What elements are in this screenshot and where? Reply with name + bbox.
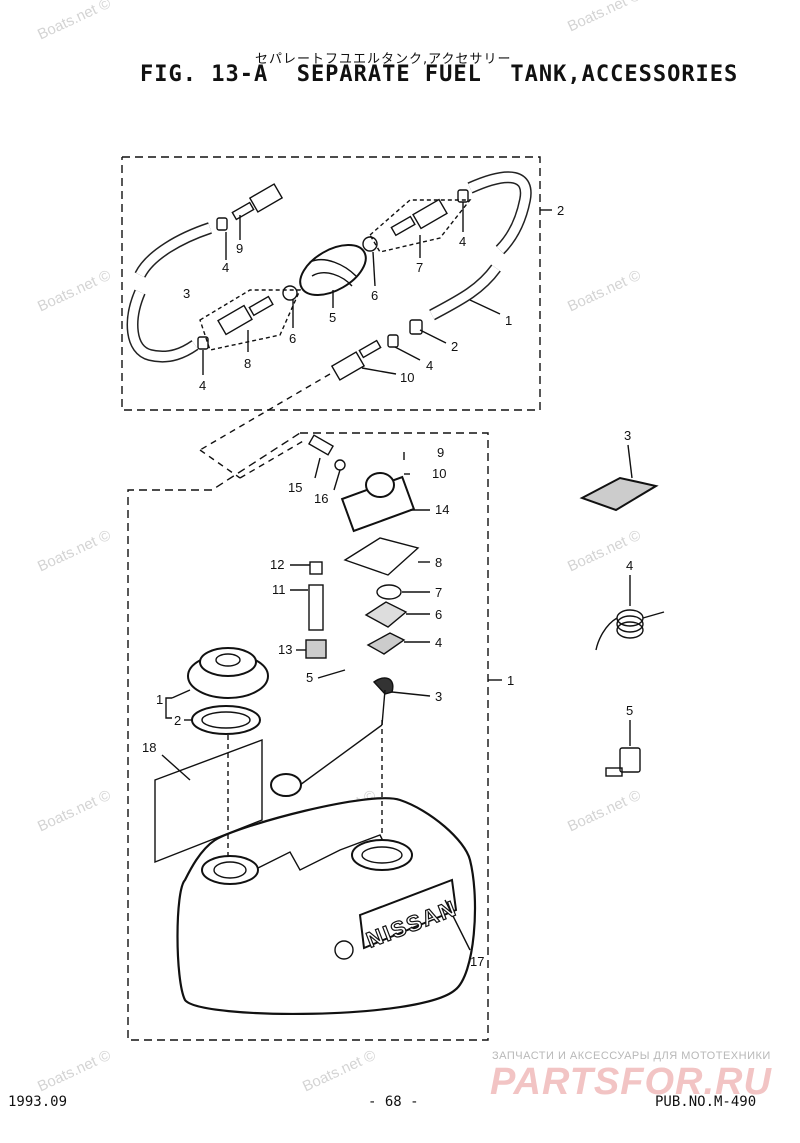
callout-label: 15 bbox=[288, 480, 302, 495]
callout-label: 5 bbox=[329, 310, 336, 325]
figure-title: FIG. 13-A SEPARATE FUEL TANK,ACCESSORIES bbox=[140, 62, 739, 87]
callout-label: 17 bbox=[470, 954, 484, 969]
callout-label: 4 bbox=[426, 358, 433, 373]
callout-label: 7 bbox=[435, 585, 442, 600]
callout-label: 18 bbox=[142, 740, 156, 755]
callout-label: 2 bbox=[451, 339, 458, 354]
fitting-10 bbox=[330, 351, 366, 381]
callout-label: 4 bbox=[459, 234, 466, 249]
callout-label: 13 bbox=[278, 642, 292, 657]
callout-label: 4 bbox=[435, 635, 442, 650]
gasket-8 bbox=[343, 537, 420, 576]
footer-date: 1993.09 bbox=[8, 1094, 68, 1110]
callout-label: 3 bbox=[624, 428, 631, 443]
callout-label: 2 bbox=[557, 203, 564, 218]
callout-label: 1 bbox=[156, 692, 163, 707]
callout-label: 4 bbox=[626, 558, 633, 573]
connector-8 bbox=[217, 304, 253, 336]
callout-label: 14 bbox=[435, 502, 449, 517]
callout-label: 1 bbox=[505, 313, 512, 328]
callout-label: 6 bbox=[371, 288, 378, 303]
tank-assembly-frame bbox=[127, 432, 489, 1041]
callout-label: 9 bbox=[437, 445, 444, 460]
callout-label: 12 bbox=[270, 557, 284, 572]
hose-assembly-frame bbox=[121, 156, 541, 411]
callout-label: 10 bbox=[400, 370, 414, 385]
callout-label: 3 bbox=[435, 689, 442, 704]
callout-label: 6 bbox=[435, 607, 442, 622]
connector-7 bbox=[412, 198, 448, 230]
accessory-3-pad bbox=[579, 476, 659, 512]
label-sticker-18 bbox=[154, 738, 263, 864]
callout-label: 4 bbox=[199, 378, 206, 393]
callout-label: 6 bbox=[289, 331, 296, 346]
bracket-4 bbox=[366, 632, 406, 655]
fitting-9 bbox=[248, 183, 284, 213]
callout-label: 8 bbox=[244, 356, 251, 371]
callout-label: 1 bbox=[507, 673, 514, 688]
callout-label: 11 bbox=[272, 582, 286, 597]
japanese-title: セパレートフユエルタンク,アクセサリー bbox=[255, 52, 512, 67]
promo-tagline: ЗАПЧАСТИ И АКСЕССУАРЫ ДЛЯ МОТОТЕХНИКИ bbox=[492, 1050, 771, 1062]
promo-logo: PARTSFOR.RU bbox=[490, 1061, 772, 1103]
cover-6 bbox=[364, 601, 408, 628]
callout-label: 9 bbox=[236, 241, 243, 256]
callout-label: 2 bbox=[174, 713, 181, 728]
callout-label: 16 bbox=[314, 491, 328, 506]
callout-label: 10 bbox=[432, 466, 446, 481]
callout-label: 8 bbox=[435, 555, 442, 570]
callout-label: 5 bbox=[626, 703, 633, 718]
accessory-5-fitting bbox=[619, 747, 641, 773]
accessory-4-coil bbox=[595, 609, 665, 651]
footer-page-number: - 68 - bbox=[368, 1094, 419, 1110]
footer-publication-number: PUB.NO.M-490 bbox=[655, 1094, 757, 1110]
callout-label: 5 bbox=[306, 670, 313, 685]
callout-label: 4 bbox=[222, 260, 229, 275]
callout-label: 3 bbox=[183, 286, 190, 301]
callout-label: 7 bbox=[416, 260, 423, 275]
